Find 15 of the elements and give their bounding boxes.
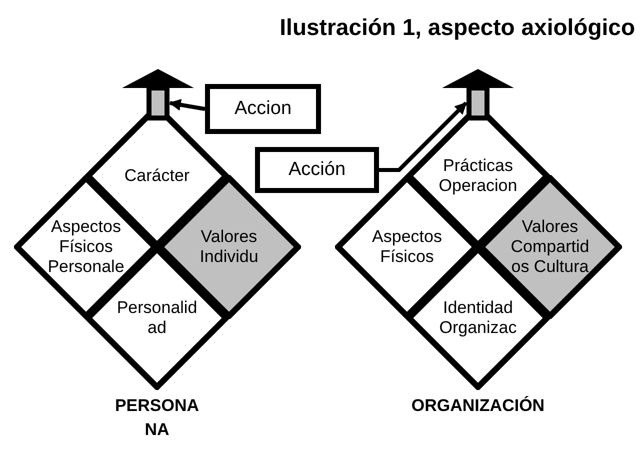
tile-label: Prácticas Operacion <box>438 156 518 196</box>
tile-label: Personalidad <box>116 298 198 338</box>
tile-label: Aspectos Físicos <box>371 227 443 267</box>
group-caption: ORGANIZACIÓN <box>410 395 546 417</box>
arrow <box>168 98 206 111</box>
tile-label: Aspectos Físicos Personale <box>46 217 126 277</box>
arrow <box>379 102 468 172</box>
tile-label: Valores Compartidos Cultura <box>510 217 590 277</box>
group-caption: PERSONANA <box>114 395 200 441</box>
diagram-title: Ilustración 1, aspecto axiológico <box>278 14 635 41</box>
action-box: Accion <box>205 84 321 134</box>
tile-label: Identidad Organizac <box>438 298 518 338</box>
action-box: Acción <box>255 147 379 193</box>
tile-label: Carácter <box>123 166 191 186</box>
tile-label: Valores Individu <box>198 227 260 267</box>
